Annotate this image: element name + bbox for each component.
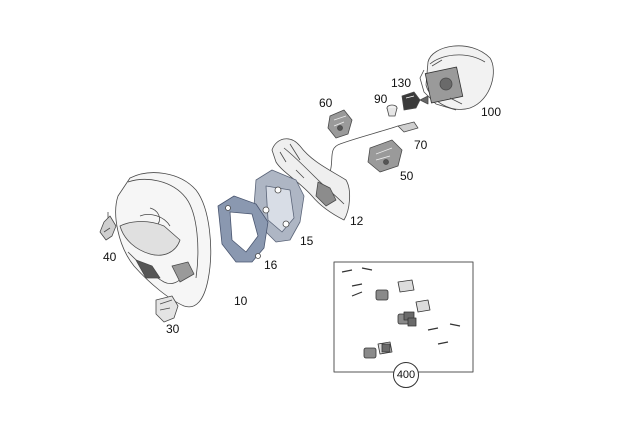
part-label-130: 130	[391, 76, 412, 90]
kit-label: 400	[396, 369, 416, 381]
frame-plate-drawing	[217, 195, 269, 263]
switch-right-drawing	[367, 139, 403, 173]
part-label-12: 12	[350, 214, 364, 228]
part-label-50: 50	[400, 169, 414, 183]
lower-cover-drawing	[155, 295, 179, 323]
part-label-15: 15	[300, 234, 314, 248]
spacer-drawing	[386, 104, 398, 117]
steering-wheel-drawing	[115, 172, 212, 308]
trim-cover-drawing	[271, 138, 350, 221]
part-label-16: 16	[264, 258, 278, 272]
kit-box-drawing	[333, 261, 474, 373]
part-label-30: 30	[166, 322, 180, 336]
part-label-40: 40	[103, 250, 117, 264]
part-label-60: 60	[319, 96, 333, 110]
part-label-10: 10	[234, 294, 248, 308]
part-label-70: 70	[414, 138, 428, 152]
clip-drawing	[401, 91, 429, 111]
part-label-90: 90	[374, 92, 388, 106]
kit-callout-400: 400	[393, 362, 419, 388]
part-label-100: 100	[481, 105, 502, 119]
airbag-module-drawing	[419, 45, 494, 111]
horn-contact-drawing	[99, 212, 117, 241]
switch-left-drawing	[327, 109, 353, 139]
